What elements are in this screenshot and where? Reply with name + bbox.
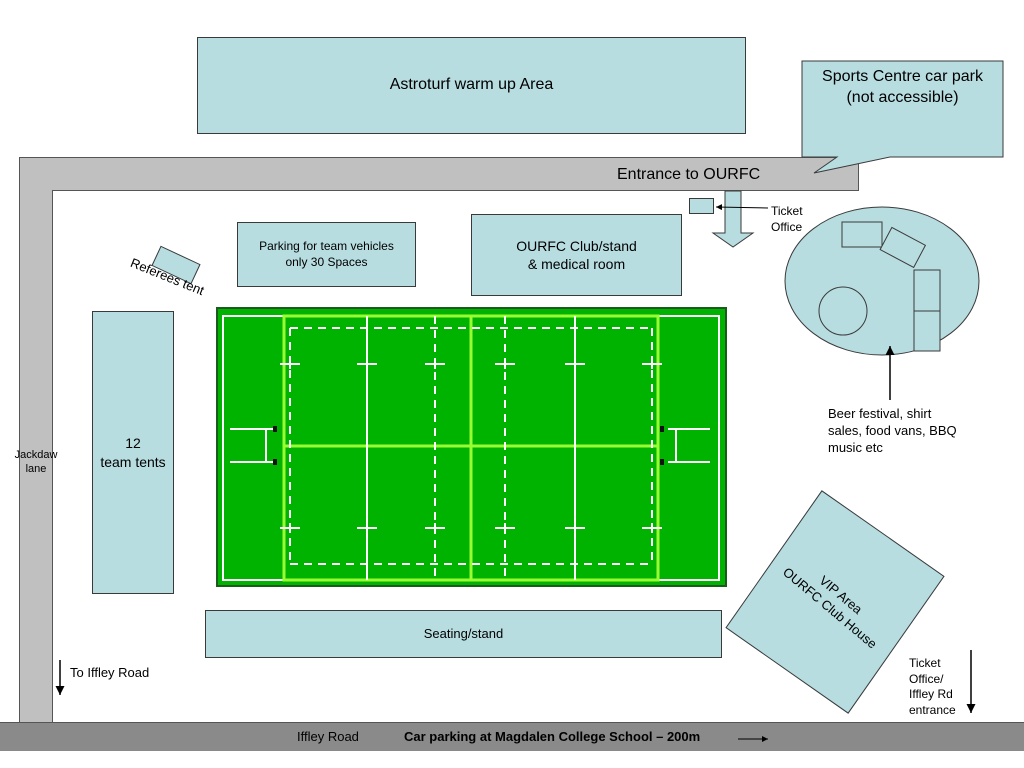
team-tents-area: 12 team tents	[92, 311, 174, 594]
entrance-label: Entrance to OURFC	[617, 166, 761, 183]
jackdaw-lane-road	[19, 190, 53, 723]
sports-centre-label: Sports Centre car park (not accessible)	[822, 68, 983, 106]
jackdaw-lane-label: Jackdaw lane	[14, 449, 58, 476]
ticket-office-arrow	[715, 204, 769, 211]
seating-stand: Seating/stand	[205, 610, 722, 658]
astroturf-area: Astroturf warm up Area	[197, 37, 746, 134]
seating-label: Seating/stand	[423, 625, 504, 641]
entrance-arrow	[711, 190, 755, 248]
team-tents-label: 12 team tents	[100, 435, 166, 470]
club-stand-label: OURFC Club/stand & medical room	[516, 237, 637, 272]
to-iffley-label: To Iffley Road	[70, 665, 150, 680]
club-stand-area: OURFC Club/stand & medical room	[471, 214, 682, 296]
top-road	[19, 157, 859, 191]
astroturf-label: Astroturf warm up Area	[389, 76, 554, 94]
ticket-iffley-label: Ticket Office/ Iffley Rd entrance	[909, 656, 956, 717]
car-parking-label: Car parking at Magdalen College School –…	[404, 729, 701, 744]
iffley-road	[0, 722, 1024, 751]
beer-festival-label: Beer festival, shirt sales, food vans, B…	[828, 406, 957, 455]
ticket-office-label: Ticket Office	[771, 204, 803, 234]
ticket-office-box	[689, 198, 714, 214]
iffley-road-label: Iffley Road	[297, 729, 359, 744]
team-parking-label: Parking for team vehicles only 30 Spaces	[259, 238, 394, 269]
team-parking-area: Parking for team vehicles only 30 Spaces	[237, 222, 416, 287]
